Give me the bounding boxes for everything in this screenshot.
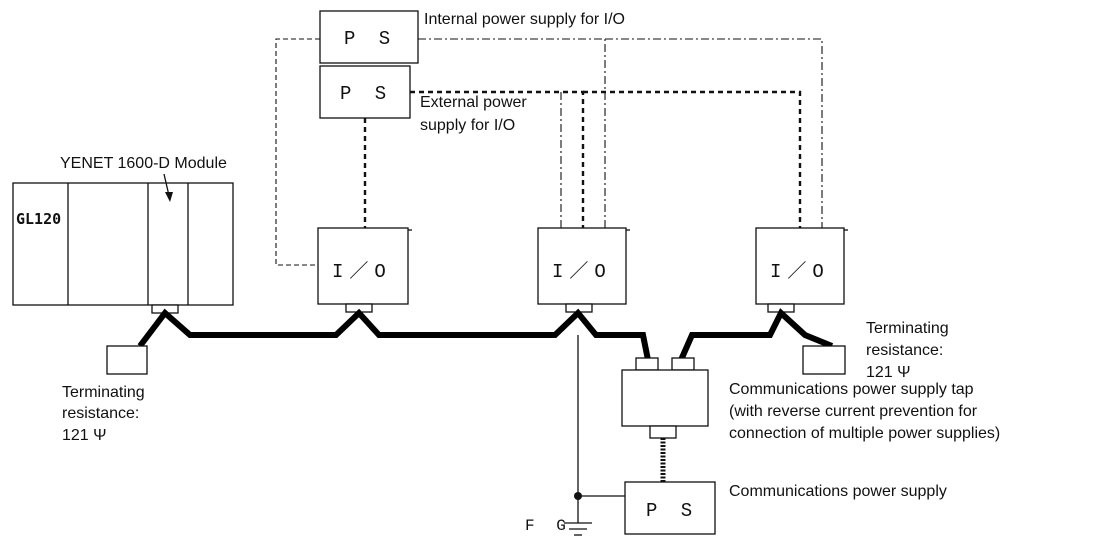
term-right-line3: 121 Ψ xyxy=(866,364,911,381)
external-ps-caption-line2: supply for I/O xyxy=(420,117,515,134)
io-unit-left: I／O xyxy=(317,227,412,313)
io-right-label: I／O xyxy=(770,260,830,283)
external-ps-wire-middle xyxy=(410,90,585,230)
tap-connector-right xyxy=(671,357,695,371)
ground-icon xyxy=(564,522,592,536)
io-unit-middle: I／O xyxy=(537,227,630,313)
external-ps-caption-line1: External power xyxy=(420,94,527,111)
fg-label: F G xyxy=(525,517,572,535)
trunk-cable-right xyxy=(678,308,834,362)
internal-ps-caption: Internal power supply for I/O xyxy=(424,11,625,28)
external-ps-wire-right xyxy=(583,90,802,230)
internal-ps-wire-right xyxy=(605,38,823,230)
comm-ps-caption: Communications power supply xyxy=(729,483,947,500)
tap-caption-line1: Communications power supply tap xyxy=(729,381,974,398)
term-left-line3: 121 Ψ xyxy=(62,427,107,444)
comm-power-tap-connector xyxy=(649,425,677,439)
internal-ps-wire-middle xyxy=(418,38,606,230)
plc-name: GL120 xyxy=(16,210,61,228)
module-caption: YENET 1600-D Module xyxy=(60,155,227,172)
comm-ps-label: P S xyxy=(646,500,698,522)
tap-caption-line3: connection of multiple power supplies) xyxy=(729,425,1000,442)
term-left-line2: resistance: xyxy=(62,405,139,422)
internal-ps-label: P S xyxy=(344,28,396,50)
io-middle-label: I／O xyxy=(552,260,612,283)
term-right-line1: Terminating xyxy=(866,320,949,337)
comm-power-supply-box: P S xyxy=(624,481,716,535)
io-unit-right: I／O xyxy=(755,227,848,313)
plc-rack: GL120 xyxy=(12,182,234,306)
module-arrowhead xyxy=(165,192,173,202)
comm-power-tap-box xyxy=(621,369,709,427)
io-left-label: I／O xyxy=(332,260,392,283)
internal-ps-wire-left xyxy=(275,38,320,266)
external-power-supply-box: P S xyxy=(319,65,411,119)
terminating-resistor-right xyxy=(802,345,846,375)
trunk-cable-main xyxy=(137,308,651,361)
term-right-line2: resistance: xyxy=(866,342,943,359)
internal-power-supply-box: P S xyxy=(319,10,419,64)
fg-junction-dot xyxy=(574,492,582,500)
terminating-resistor-left xyxy=(106,345,148,375)
tap-caption-line2: (with reverse current prevention for xyxy=(729,403,978,420)
tap-connector-left xyxy=(635,357,659,371)
external-ps-label: P S xyxy=(340,83,392,105)
term-left-line1: Terminating xyxy=(62,384,145,401)
